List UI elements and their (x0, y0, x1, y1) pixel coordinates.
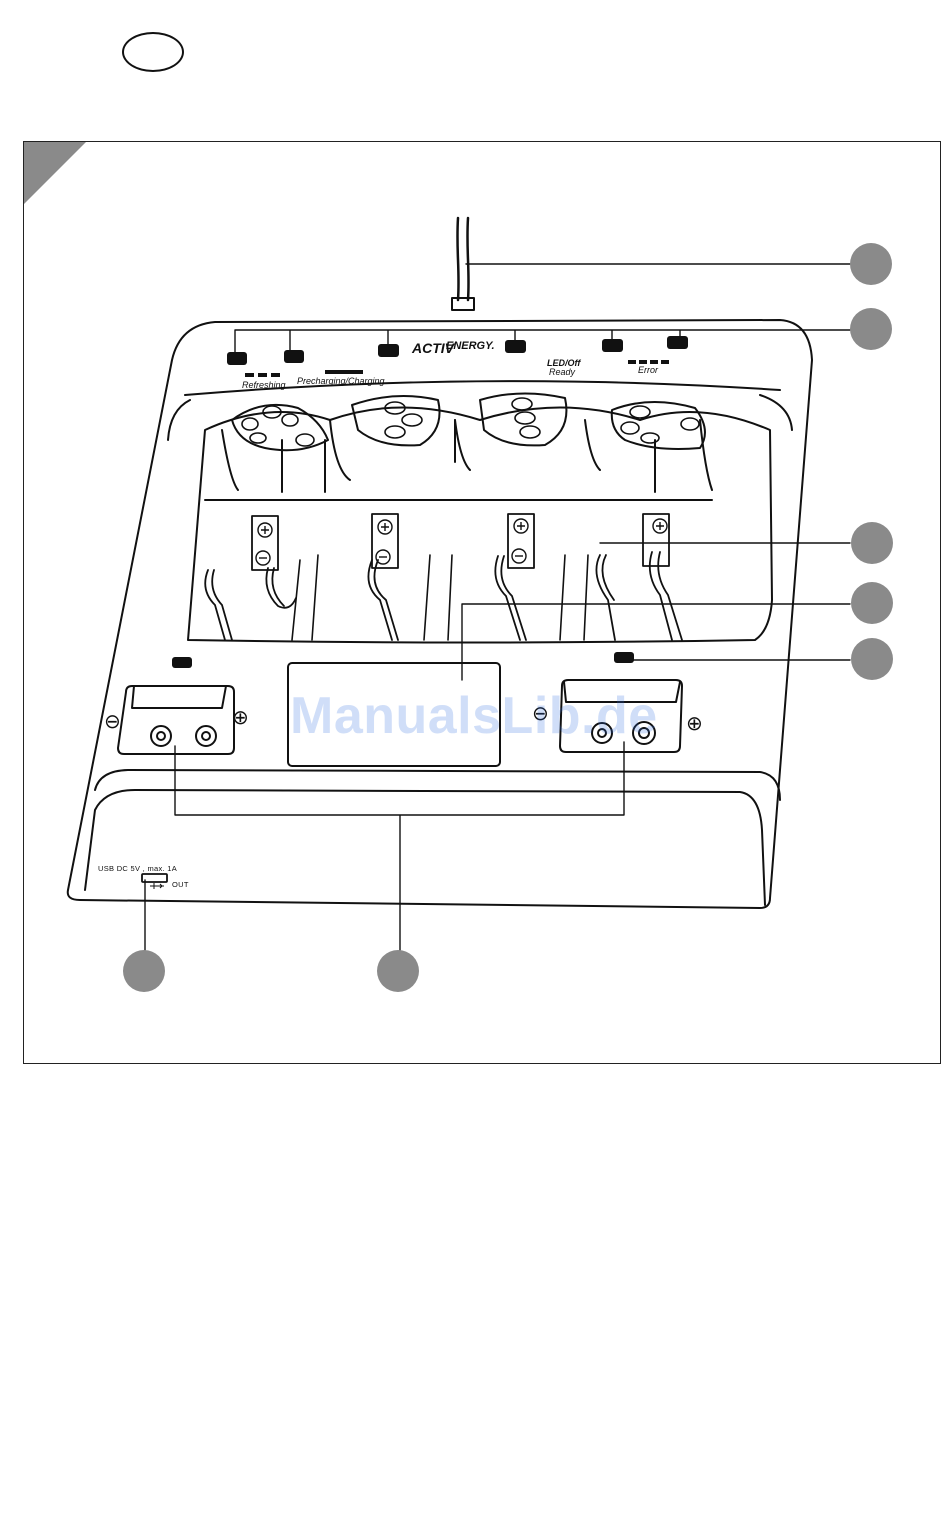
label-precharging-charging: Precharging/Charging (297, 376, 385, 386)
polarity-plus-left: ⊕ (232, 705, 249, 729)
led-2 (284, 350, 304, 363)
callout-marker-compartment (851, 522, 893, 564)
led-1 (227, 352, 247, 365)
leader-9v (175, 742, 624, 950)
polarity-plus-right: ⊕ (686, 711, 703, 735)
callout-marker-cable (850, 243, 892, 285)
polarity-minus-left: ⊖ (104, 709, 121, 733)
usb-port (142, 874, 167, 882)
label-ready: Ready (549, 367, 576, 377)
callout-marker-9v (377, 950, 419, 992)
label-error: Error (638, 365, 659, 375)
led-4 (505, 340, 526, 353)
battery-compartment (188, 408, 772, 643)
led-3 (378, 344, 399, 357)
button-left (172, 657, 192, 668)
front-panel-divider (95, 770, 780, 800)
leader-leds (235, 330, 850, 356)
led-5 (602, 339, 623, 352)
led-6 (667, 336, 688, 349)
usb-icon (150, 883, 164, 889)
label-refreshing: Refreshing (242, 380, 286, 390)
battery-9v-left (118, 686, 234, 754)
callout-marker-display (851, 582, 893, 624)
button-right (614, 652, 634, 663)
brand-energy: ENERGY. (446, 340, 495, 352)
callout-marker-usb (123, 950, 165, 992)
usb-label: USB DC 5V , max. 1A (98, 864, 177, 873)
callout-marker-button (851, 638, 893, 680)
cable-strain-relief (452, 298, 474, 310)
power-cable (457, 218, 458, 300)
usb-out-label: OUT (172, 880, 189, 889)
watermark-text: ManualsLib.de (290, 686, 658, 746)
callout-marker-leds (850, 308, 892, 350)
